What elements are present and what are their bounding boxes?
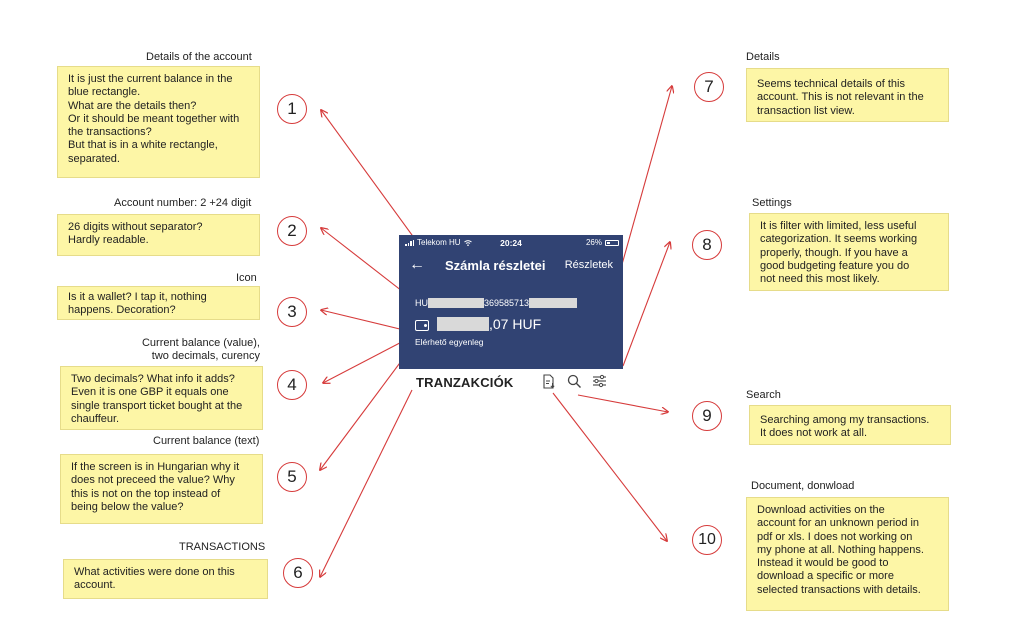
phone-header: Telekom HU 20:24 26% ← Számla részletei … xyxy=(399,235,623,369)
document-download-icon[interactable] xyxy=(541,373,557,389)
note-6: What activities were done on this accoun… xyxy=(63,559,268,599)
heading-2: Account number: 2 +24 digit xyxy=(114,197,252,209)
arrow-3 xyxy=(321,310,409,332)
wallet-icon[interactable] xyxy=(415,320,429,331)
signal-icon xyxy=(405,239,414,246)
balance-mask xyxy=(437,317,489,331)
account-number: HU 369585713 xyxy=(415,298,578,308)
note-9: Searching among my transactions. It does… xyxy=(749,405,951,445)
note-1: It is just the current balance in the bl… xyxy=(57,66,260,178)
battery-percent: 26% xyxy=(585,238,602,247)
arrow-7 xyxy=(620,86,672,269)
account-mask-left xyxy=(428,298,484,308)
screen-title: Számla részletei xyxy=(445,258,546,273)
heading-4: Current balance (value), two decimals, c… xyxy=(141,337,260,362)
status-time: 20:24 xyxy=(500,238,522,248)
note-4: Two decimals? What info it adds? Even it… xyxy=(60,366,263,430)
note-10: Download activities on the account for a… xyxy=(746,497,949,611)
number-badge-6: 6 xyxy=(283,558,313,588)
arrow-9 xyxy=(577,394,668,412)
transactions-heading: TRANZAKCIÓK xyxy=(416,375,514,390)
battery-icon xyxy=(605,239,619,246)
number-badge-4: 4 xyxy=(277,370,307,400)
number-badge-8: 8 xyxy=(692,230,722,260)
heading-3: Icon xyxy=(236,272,257,284)
arrow-10 xyxy=(552,392,667,541)
number-badge-3: 3 xyxy=(277,297,307,327)
heading-1: Details of the account xyxy=(146,51,252,63)
heading-9: Search xyxy=(746,389,781,401)
number-badge-1: 1 xyxy=(277,94,307,124)
balance-label: Elérhető egyenleg xyxy=(415,337,484,347)
heading-6: TRANSACTIONS xyxy=(179,541,266,553)
account-visible-digits: 369585713 xyxy=(484,298,530,308)
wifi-icon xyxy=(463,239,472,246)
status-bar: Telekom HU 20:24 26% xyxy=(399,235,623,249)
heading-8: Settings xyxy=(752,197,792,209)
arrow-6 xyxy=(320,389,413,577)
balance-suffix: ,07 HUF xyxy=(489,316,542,332)
details-link[interactable]: Részletek xyxy=(564,259,613,271)
account-mask-right xyxy=(529,298,578,308)
heading-5: Current balance (text) xyxy=(153,435,260,447)
number-badge-9: 9 xyxy=(692,401,722,431)
carrier-name: Telekom HU xyxy=(417,238,461,247)
number-badge-7: 7 xyxy=(694,72,724,102)
number-badge-5: 5 xyxy=(277,462,307,492)
balance-value: ,07 HUF xyxy=(437,316,541,332)
account-prefix: HU xyxy=(415,298,428,308)
note-7: Seems technical details of this account.… xyxy=(746,68,949,122)
back-arrow-icon[interactable]: ← xyxy=(409,256,425,273)
search-icon[interactable] xyxy=(566,373,582,389)
heading-7: Details xyxy=(746,51,780,63)
note-3: Is it a wallet? I tap it, nothing happen… xyxy=(57,286,260,320)
heading-10: Document, donwload xyxy=(751,480,855,492)
note-8: It is filter with limited, less useful c… xyxy=(749,213,949,291)
number-badge-2: 2 xyxy=(277,216,307,246)
note-5: If the screen is in Hungarian why it doe… xyxy=(60,454,263,524)
filter-icon[interactable] xyxy=(591,373,607,389)
note-2: 26 digits without separator? Hardly read… xyxy=(57,214,260,256)
arrow-8 xyxy=(622,242,670,367)
number-badge-10: 10 xyxy=(692,525,722,555)
